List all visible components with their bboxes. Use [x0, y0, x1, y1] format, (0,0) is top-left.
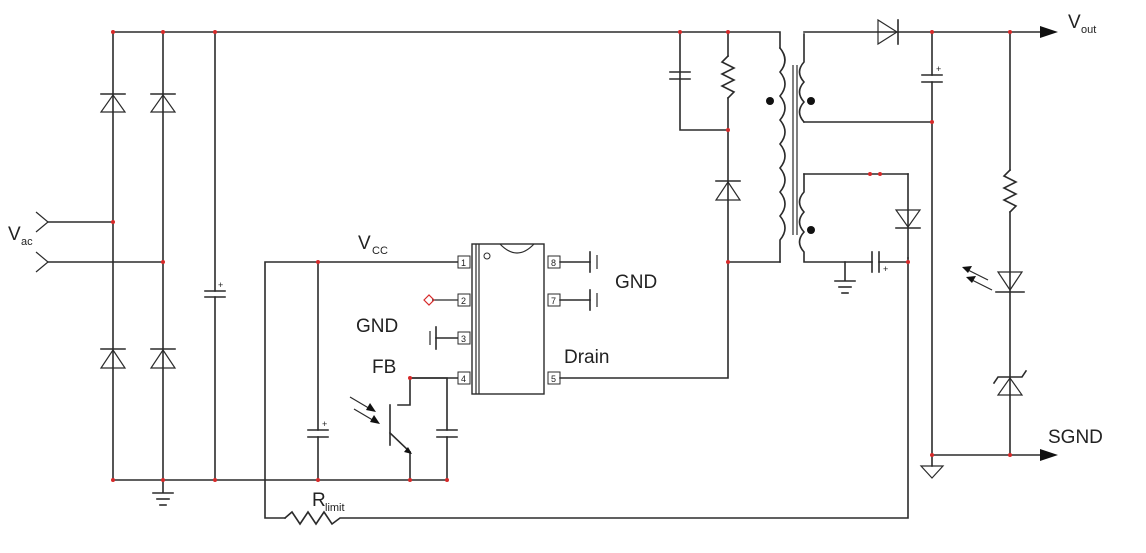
drain-label: Drain — [564, 347, 609, 368]
output-rectifier — [803, 18, 1058, 46]
transformer — [766, 33, 933, 263]
vcc-label: V CC — [358, 233, 388, 257]
vout-label-main: V — [1068, 12, 1081, 33]
vcc-label-main: V — [358, 233, 371, 254]
ground-pin8 — [559, 251, 598, 273]
rcd-snubber — [669, 31, 742, 263]
opto-transistor — [349, 377, 459, 481]
ground-pin7 — [559, 289, 598, 311]
feedback-chain — [962, 31, 1028, 456]
ic-pin-8: 8 — [551, 258, 556, 268]
top-bus — [112, 31, 781, 49]
svg-text:+: + — [322, 419, 327, 429]
vac-label-sub: ac — [21, 236, 33, 248]
gnd-right-label: GND — [615, 272, 657, 293]
fb-capacitor — [409, 377, 458, 481]
diode-d4 — [149, 348, 177, 369]
ic-pin-7: 7 — [551, 296, 556, 306]
svg-text:+: + — [936, 64, 941, 74]
fb-label: FB — [372, 357, 396, 378]
svg-text:+: + — [218, 280, 223, 290]
vout-label-sub: out — [1081, 24, 1096, 36]
ground-pin3 — [429, 326, 459, 350]
ic-pin-1: 1 — [461, 258, 466, 268]
diode-d2 — [149, 93, 177, 113]
ic-pin-3: 3 — [461, 334, 466, 344]
vac-label-main: V — [8, 224, 21, 245]
pin2-marker — [423, 294, 458, 306]
resistor-rlimit — [283, 257, 909, 526]
vac-label: V ac — [8, 224, 33, 248]
secondary-ground — [919, 449, 1058, 479]
controller-ic: 1 2 3 4 5 7 8 — [457, 243, 561, 395]
gnd-left-label: GND — [356, 316, 398, 337]
svg-text:+: + — [883, 264, 888, 274]
output-capacitor: + — [921, 31, 943, 456]
bridge-rectifier — [35, 31, 177, 481]
bulk-capacitor: + — [204, 31, 226, 481]
ic-pin-2: 2 — [461, 296, 466, 306]
diode-d3 — [99, 348, 127, 369]
diode-d1 — [99, 93, 127, 113]
rlimit-label-main: R — [312, 490, 326, 511]
vcc-net: + — [264, 261, 459, 519]
rlimit-label: R limit — [312, 490, 345, 514]
vout-label: V out — [1068, 12, 1096, 36]
ic-pin-4: 4 — [461, 374, 466, 384]
rlimit-label-sub: limit — [325, 502, 345, 514]
ic-pin-5: 5 — [551, 374, 556, 384]
ground-symbol-primary — [152, 492, 174, 506]
sgnd-label: SGND — [1048, 427, 1103, 448]
vcc-label-sub: CC — [372, 245, 388, 257]
aux-rectifier: + — [834, 173, 922, 294]
drain-wire — [559, 261, 781, 379]
junction-dots — [111, 30, 1012, 482]
